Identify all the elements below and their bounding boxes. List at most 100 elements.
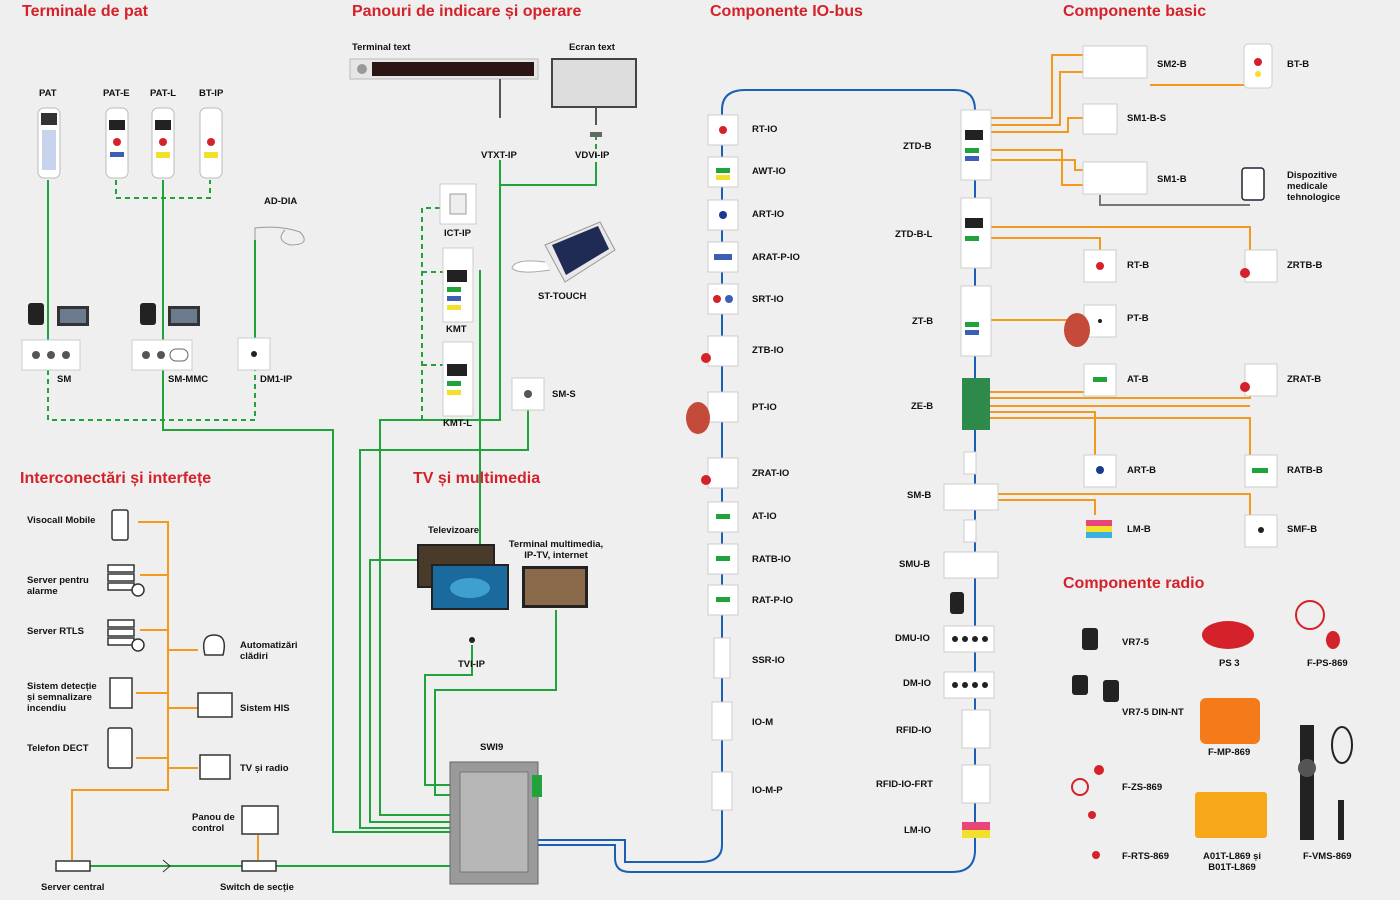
- label-rfid-io-frt: RFID-IO-FRT: [876, 779, 933, 790]
- label-f-rts-869: F-RTS-869: [1122, 851, 1169, 862]
- label-ssr-io: SSR-IO: [752, 655, 785, 666]
- label-sm1-b: SM1-B: [1157, 174, 1187, 185]
- io-bus-left-indicators: [686, 126, 733, 602]
- label-zrtb-b: ZRTB-B: [1287, 260, 1323, 271]
- label-dispozitive-medicale: Dispozitive medicale tehnologice: [1287, 170, 1341, 203]
- label-ad-dia: AD-DIA: [264, 196, 298, 207]
- kmt-l-device: [442, 341, 474, 417]
- label-ps3: PS 3: [1219, 658, 1240, 669]
- label-pat: PAT: [39, 88, 57, 99]
- label-terminal-text: Terminal text: [352, 42, 411, 53]
- label-f-ps-869: F-PS-869: [1307, 658, 1348, 669]
- terminal-text-device: [349, 58, 539, 118]
- dm1-ip-module: [237, 337, 271, 371]
- sm-wall-module: [21, 303, 89, 371]
- io-bus-left-modules: [707, 114, 739, 811]
- label-vr7-5: VR7-5: [1122, 637, 1149, 648]
- label-sm-b: SM-B: [907, 490, 932, 501]
- label-ratb-b: RATB-B: [1287, 465, 1323, 476]
- link-break-icon: [162, 859, 171, 873]
- label-lm-b: LM-B: [1127, 524, 1151, 535]
- label-rt-io: RT-IO: [752, 124, 778, 135]
- label-terminal-multimedia: Terminal multimedia, IP-TV, internet: [508, 539, 604, 561]
- label-sm: SM: [57, 374, 72, 385]
- blue-connections: [538, 89, 976, 873]
- label-bt-ip: BT-IP: [199, 88, 224, 99]
- basic-modules: [1082, 43, 1278, 548]
- label-rat-p-io: RAT-P-IO: [752, 595, 793, 606]
- label-visocall-mobile: Visocall Mobile: [27, 515, 96, 526]
- label-pat-e: PAT-E: [103, 88, 130, 99]
- st-touch-device: [511, 221, 616, 283]
- label-zrat-io: ZRAT-IO: [752, 468, 790, 479]
- label-panou-control: Panou de control: [192, 812, 235, 834]
- label-switch-sectie: Switch de secție: [220, 882, 294, 893]
- label-vtxt-ip: VTXT-IP: [481, 150, 517, 161]
- tvi-ip-device: [469, 637, 475, 643]
- ad-dia-cable: [254, 226, 305, 246]
- label-tvi-ip: TVI-IP: [458, 659, 485, 670]
- label-at-b: AT-B: [1127, 374, 1149, 385]
- label-zt-b: ZT-B: [912, 316, 934, 327]
- sm-mmc-wall-module: [131, 303, 200, 371]
- io-bus-right-details: [950, 130, 990, 838]
- label-io-m: IO-M: [752, 717, 774, 728]
- label-tv-radio: TV și radio: [240, 763, 289, 774]
- label-f-mp-869: F-MP-869: [1208, 747, 1251, 758]
- section-title-bed: Terminale de pat: [22, 3, 148, 20]
- label-srt-io: SRT-IO: [752, 294, 784, 305]
- label-sm1-b-s: SM1-B-S: [1127, 113, 1167, 124]
- label-vr7-5-din: VR7-5 DIN-NT: [1122, 707, 1184, 718]
- label-rt-b: RT-B: [1127, 260, 1150, 271]
- section-title-radio: Componente radio: [1063, 575, 1205, 592]
- handset-pat-e: [105, 107, 129, 179]
- orange-connections: [71, 54, 1258, 860]
- multimedia-terminal: [522, 566, 588, 608]
- section-title-iobus: Componente IO-bus: [710, 3, 863, 20]
- handset-pat-l: [151, 107, 175, 179]
- label-server-alarme: Server pentru alarme: [27, 575, 89, 597]
- swi9-switch: [449, 761, 542, 885]
- label-io-m-p: IO-M-P: [752, 785, 783, 796]
- label-swi9: SWI9: [480, 742, 504, 753]
- radio-devices: [1071, 600, 1353, 859]
- label-pt-io: PT-IO: [752, 402, 777, 413]
- label-pat-l: PAT-L: [150, 88, 177, 99]
- label-ecran-text: Ecran text: [569, 42, 615, 53]
- label-ict-ip: ICT-IP: [444, 228, 471, 239]
- label-automatizari: Automatizări clădiri: [240, 640, 298, 662]
- label-bt-b: BT-B: [1287, 59, 1310, 70]
- section-title-tv: TV și multimedia: [413, 470, 541, 487]
- green-dashed-connections: [47, 135, 597, 421]
- label-a01t-b01t: A01T-L869 și B01T-L869: [1202, 851, 1262, 873]
- handset-bt-ip: [199, 107, 223, 179]
- gray-connections: [1099, 195, 1250, 206]
- tv-sets: [417, 544, 509, 610]
- label-st-touch: ST-TOUCH: [538, 291, 587, 302]
- label-f-zs-869: F-ZS-869: [1122, 782, 1163, 793]
- label-kmt-l: KMT-L: [443, 418, 473, 429]
- label-sm-mmc: SM-MMC: [168, 374, 209, 385]
- label-sm2-b: SM2-B: [1157, 59, 1187, 70]
- interconnect-icons: [55, 509, 279, 872]
- section-title-basic: Componente basic: [1063, 3, 1207, 20]
- label-ze-b: ZE-B: [911, 401, 934, 412]
- label-ztd-b-l: ZTD-B-L: [895, 229, 933, 240]
- label-telefon-dect: Telefon DECT: [27, 743, 89, 754]
- label-zrat-b: ZRAT-B: [1287, 374, 1322, 385]
- label-sistem-detectie: Sistem detecție și semnalizare incendiu: [27, 681, 97, 714]
- sm-s-device: [511, 377, 545, 411]
- label-smf-b: SMF-B: [1287, 524, 1318, 535]
- section-title-panels: Panouri de indicare și operare: [352, 3, 582, 20]
- label-sm-s: SM-S: [552, 389, 576, 400]
- label-televizoare: Televizoare: [428, 525, 480, 536]
- label-f-vms-869: F-VMS-869: [1303, 851, 1352, 862]
- label-server-central: Server central: [41, 882, 105, 893]
- label-pt-b: PT-B: [1127, 313, 1149, 324]
- label-lm-io: LM-IO: [904, 825, 931, 836]
- section-title-inter: Interconectări și interfețe: [20, 470, 212, 487]
- label-sistem-his: Sistem HIS: [240, 703, 290, 714]
- label-dm-io: DM-IO: [903, 678, 931, 689]
- ecran-text-device: [551, 58, 637, 137]
- label-at-io: AT-IO: [752, 511, 777, 522]
